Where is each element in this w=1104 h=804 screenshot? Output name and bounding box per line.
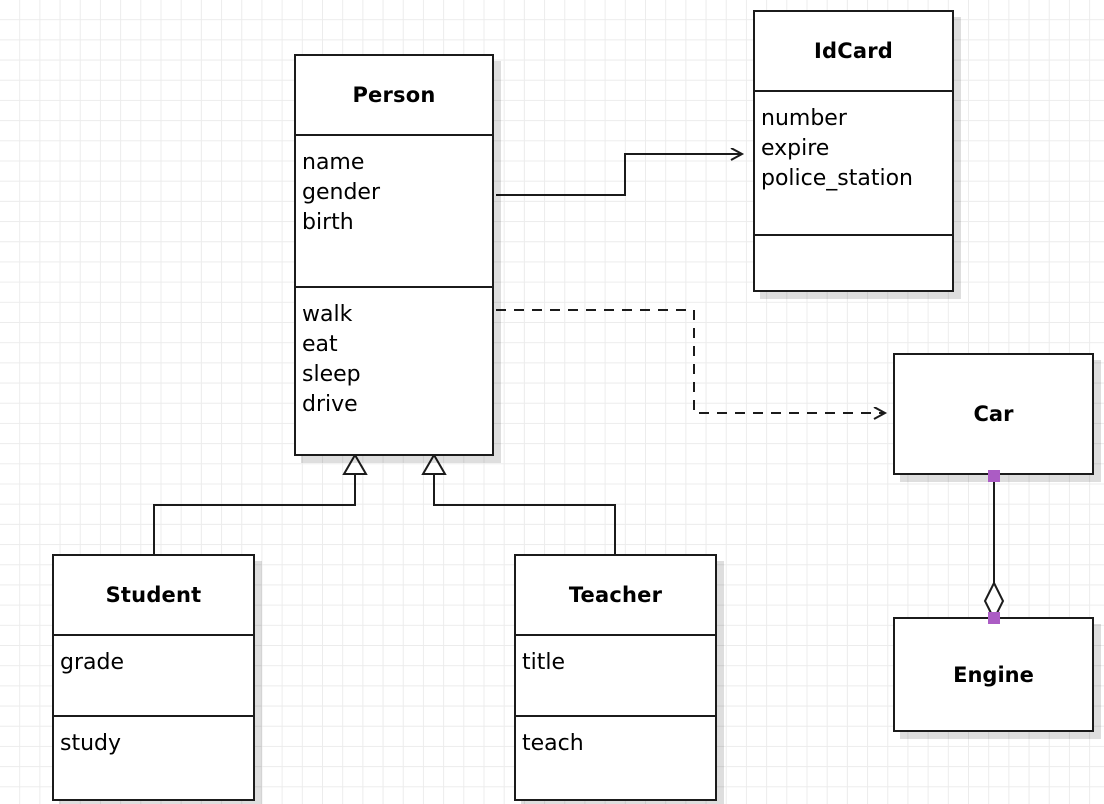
class-box-person[interactable]: Person name gender birth walk eat sleep … — [294, 54, 494, 456]
edge-car-engine[interactable] — [983, 475, 1005, 622]
class-methods-teacher: teach — [516, 715, 715, 799]
class-box-student[interactable]: Student grade study — [52, 554, 255, 801]
class-title-car: Car — [973, 402, 1014, 426]
class-title-teacher: Teacher — [568, 583, 663, 607]
class-title-engine: Engine — [953, 662, 1034, 687]
class-box-idcard[interactable]: IdCard number expire police_station — [753, 10, 954, 292]
edge-teacher-person[interactable] — [421, 453, 616, 554]
class-box-car[interactable]: Car — [893, 353, 1094, 475]
edge-person-idcard[interactable] — [496, 154, 742, 196]
class-methods-idcard — [755, 234, 952, 290]
class-attributes-student: grade — [54, 634, 253, 715]
class-methods-person: walk eat sleep drive — [296, 286, 492, 454]
class-methods-student: study — [54, 715, 253, 799]
class-title-student: Student — [105, 583, 202, 607]
edge-handle-engine-end[interactable] — [988, 612, 1000, 624]
class-attributes-teacher: title — [516, 634, 715, 715]
edge-handle-car-end[interactable] — [988, 470, 1000, 482]
class-box-teacher[interactable]: Teacher title teach — [514, 554, 717, 801]
edge-person-car[interactable] — [496, 309, 885, 413]
class-box-engine[interactable]: Engine — [893, 617, 1094, 732]
class-attributes-person: name gender birth — [296, 134, 492, 286]
class-title-person: Person — [352, 83, 436, 107]
class-title-idcard: IdCard — [813, 39, 894, 63]
edge-student-person[interactable] — [153, 453, 368, 554]
class-attributes-idcard: number expire police_station — [755, 90, 952, 234]
